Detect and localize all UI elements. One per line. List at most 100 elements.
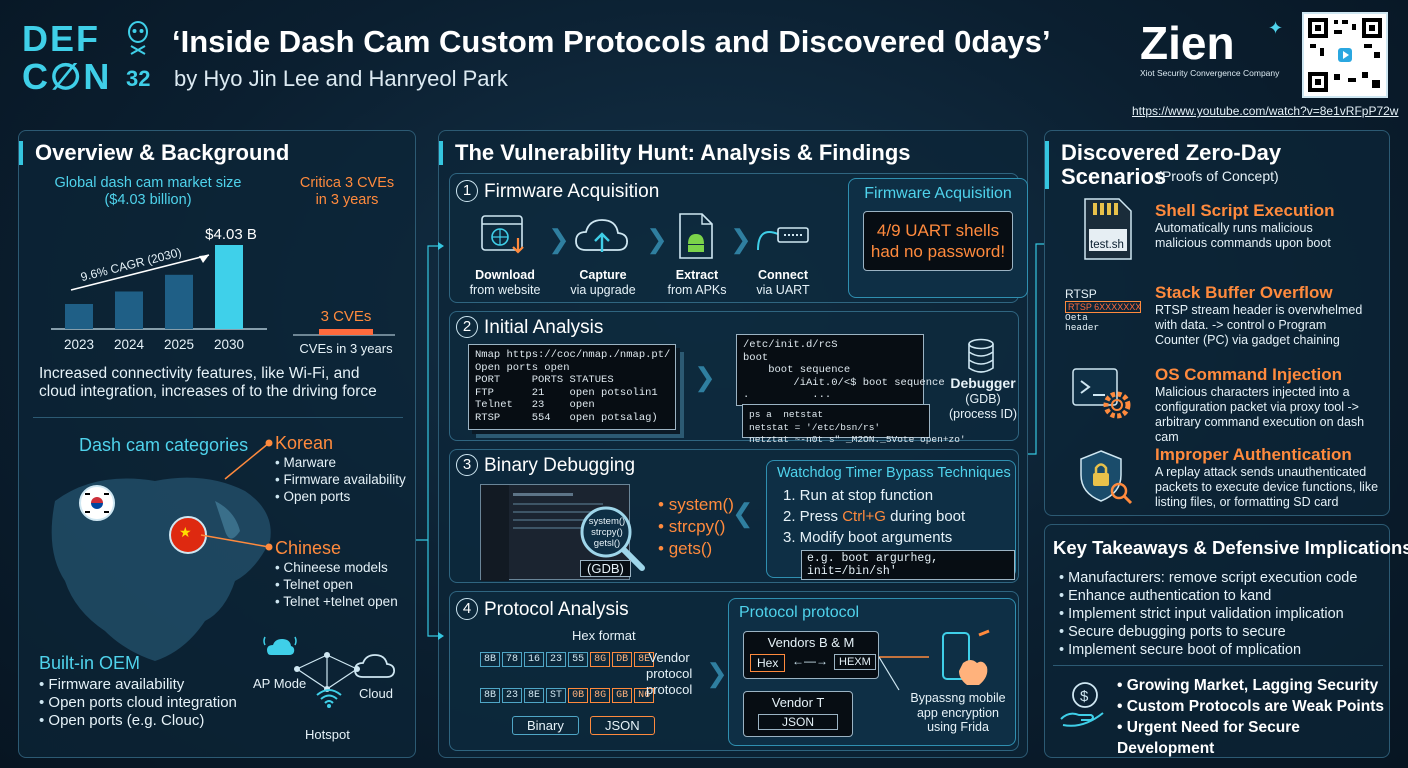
- page-title: ‘Inside Dash Cam Custom Protocols and Di…: [172, 24, 1051, 59]
- database-icon: [966, 338, 996, 374]
- func-item: • system(): [658, 495, 734, 514]
- hex-format-label: Hex format: [572, 628, 636, 643]
- takeaway-item: Implement secure boot of mplication: [1059, 641, 1357, 659]
- korea-flag-icon: [79, 485, 115, 521]
- chevron-right-icon: ❯: [694, 362, 716, 392]
- netstat-terminal: ps a netstat netstat = '/etc/bsn/rs' net…: [742, 404, 966, 445]
- takeaways-title: Key Takeaways & Defensive Implications: [1053, 537, 1408, 558]
- map-connectors: [200, 439, 273, 551]
- cloud-icon: [353, 651, 397, 681]
- overview-title: Overview & Background: [19, 141, 289, 165]
- data-label: $4.03 B: [205, 226, 257, 243]
- zeroday-subtitle: (Proofs of Concept): [1157, 168, 1279, 184]
- defcon-logo: DEF C∅N 32: [22, 18, 157, 98]
- cloud-upload-icon: [574, 214, 630, 258]
- divider: [1053, 665, 1383, 666]
- watchdog-item: 2. Press Ctrl+G during boot: [783, 508, 966, 525]
- intro-text: Increased connectivity features, like Wi…: [39, 365, 377, 400]
- hunt-title: The Vulnerability Hunt: Analysis & Findi…: [439, 141, 911, 165]
- oem-item: Open ports cloud integration: [39, 694, 236, 712]
- chevron-right-icon: ❯: [706, 658, 728, 688]
- bar: [65, 303, 93, 329]
- chinese-item: Chineese models: [275, 559, 398, 576]
- magnifier-icon: [576, 502, 648, 572]
- bar: [115, 291, 143, 329]
- apk-file-icon: [676, 212, 716, 260]
- panel-connector: [416, 242, 444, 640]
- chinese-item: Telnet +telnet open: [275, 593, 397, 610]
- uart-cable-icon: [754, 216, 814, 256]
- phone-hand-icon: [933, 629, 993, 689]
- cve-label: Critica 3 CVEs in 3 years: [299, 175, 395, 208]
- bar: [215, 245, 243, 329]
- zeroday-item: Improper Authentication A replay attack …: [1155, 445, 1379, 509]
- skull-icon: [126, 20, 150, 56]
- bypass-label: Bypassng mobile app encryption using Fri…: [910, 691, 1006, 734]
- takeaway-item: Manufacturers: remove script execution c…: [1059, 569, 1357, 587]
- takeaway-item: Implement strict input validation implic…: [1059, 605, 1357, 623]
- chevron-right-icon: ❯: [548, 224, 570, 254]
- uart-callout: Firmware Acquisition 4/9 UART shells had…: [848, 178, 1028, 298]
- qr-code[interactable]: [1302, 12, 1388, 98]
- asia-map: [51, 477, 271, 661]
- zeroday-item: Shell Script Execution Automatically run…: [1155, 201, 1335, 250]
- svg-text:$: $: [1080, 688, 1089, 705]
- highlight-item: • Growing Market, Lagging Security: [1117, 677, 1379, 694]
- takeaways-list: Manufacturers: remove script execution c…: [1059, 569, 1357, 659]
- zien-logo: Zien ✦ Xiot Security Convergence Company: [1140, 18, 1290, 88]
- highlight-item: • Urgent Need for Secure Development: [1117, 719, 1300, 757]
- korean-list: Marware Firmware availability Open ports: [275, 454, 405, 505]
- init-terminal: /etc/init.d/rcS boot boot sequence /iAit…: [736, 334, 945, 414]
- tick-label: 2024: [114, 337, 145, 352]
- cloud-label: Cloud: [359, 686, 393, 701]
- json-tag: JSON: [590, 716, 655, 735]
- watchdog-item: 1. Run at stop function: [783, 487, 934, 504]
- debugger-label: Debugger(GDB) (process ID): [948, 375, 1018, 422]
- shield-lock-icon: [1075, 447, 1135, 507]
- wifi-icon: [315, 687, 343, 709]
- korean-item: Firmware availability: [275, 471, 405, 488]
- dangerous-functions: • system() • strcpy() • gets(): [658, 494, 734, 560]
- korean-title: Korean: [275, 433, 334, 453]
- zeroday-item: Stack Buffer Overflow RTSP stream header…: [1155, 283, 1363, 347]
- protocol-box: Protocol protocol Vendors B & M Hex ←—→ …: [728, 598, 1016, 746]
- sd-card-icon: [1079, 197, 1135, 261]
- zeroday-connector: [1028, 243, 1044, 455]
- vendors-bm-box: Vendors B & M Hex ←—→ HEXM: [743, 631, 879, 679]
- market-label: Global dash cam market size ($4.03 billi…: [54, 175, 242, 208]
- authors: by Hyo Jin Lee and Hanryeol Park: [174, 66, 508, 91]
- frida-connector: [879, 656, 929, 691]
- vendor-t-box: Vendor T JSON: [743, 691, 853, 737]
- cagr-arrowhead: [199, 255, 209, 263]
- highlight-item: • Custom Protocols are Weak Points: [1117, 698, 1384, 715]
- logo-num: 32: [126, 66, 151, 91]
- highlights-list: • Growing Market, Lagging Security • Cus…: [1117, 675, 1389, 759]
- lens-text: system() strcpy() getsl(): [588, 516, 626, 549]
- func-item: • strcpy(): [658, 517, 726, 536]
- chinese-list: Chineese models Telnet open Telnet +teln…: [275, 559, 398, 610]
- bar: [165, 274, 193, 329]
- binary-tag: Binary: [512, 716, 579, 735]
- video-url[interactable]: https://www.youtube.com/watch?v=8e1vRFpP…: [1132, 104, 1399, 118]
- oem-list: Firmware availability Open ports cloud i…: [39, 676, 236, 730]
- sparkle-icon: ✦: [1268, 18, 1284, 38]
- china-flag-icon: ★: [169, 516, 207, 554]
- network-diagram: [294, 652, 360, 692]
- money-hand-icon: $: [1059, 679, 1109, 729]
- chevron-right-icon: ❯: [730, 224, 752, 254]
- oem-title: Built-in OEM: [39, 653, 141, 673]
- tick-label: 2023: [64, 337, 94, 352]
- brand-tagline: Xiot Security Convergence Company: [1140, 68, 1280, 78]
- takeaways-panel: Key Takeaways & Defensive Implications M…: [1044, 524, 1408, 759]
- nmap-terminal: Nmap https://coc/nmap./nmap.pt/ Open por…: [468, 344, 676, 430]
